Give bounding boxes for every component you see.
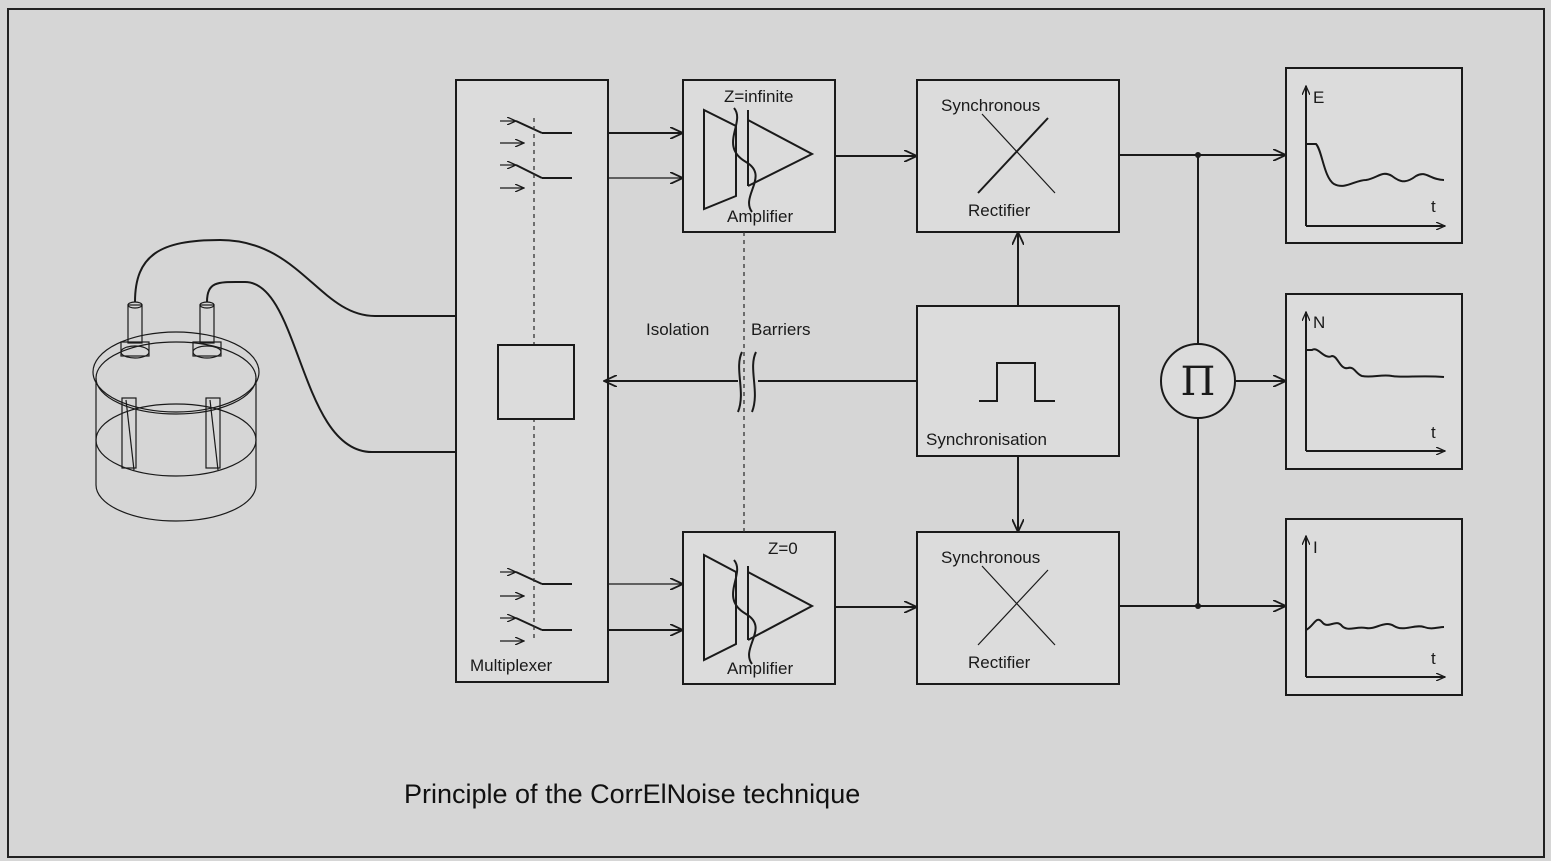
- amplifier-bottom-block: Z=0 Amplifier: [682, 531, 836, 685]
- amplifier-top-impedance: Z=infinite: [724, 87, 793, 106]
- synchronisation-label: Synchronisation: [926, 430, 1047, 449]
- rectifier-bottom-line2: Rectifier: [968, 653, 1031, 672]
- rectifier-top-block: Synchronous Rectifier: [916, 79, 1120, 233]
- pulse-icon: [979, 362, 1055, 402]
- amplifier-top-label: Amplifier: [727, 207, 793, 226]
- rectifier-bottom-line1: Synchronous: [941, 548, 1040, 567]
- synchronisation-block: Synchronisation: [916, 305, 1120, 457]
- plot-n: N t: [1285, 293, 1463, 470]
- amplifier-bottom-impedance: Z=0: [768, 539, 798, 558]
- mux-to-amplifier-lines: [608, 133, 683, 630]
- amplifier-bottom-label: Amplifier: [727, 659, 793, 678]
- plot-i-xlabel: t: [1431, 649, 1436, 668]
- rectifier-bottom-block: Synchronous Rectifier: [916, 531, 1120, 685]
- isolation-label: Isolation: [646, 320, 709, 339]
- multiplexer-label: Multiplexer: [470, 656, 553, 675]
- electrochemical-cell: [92, 238, 456, 522]
- plot-e: E t: [1285, 67, 1463, 244]
- rectifier-top-line1: Synchronous: [941, 96, 1040, 115]
- multiplier-node: Π: [1160, 343, 1236, 419]
- multiplexer-block: Multiplexer: [455, 79, 609, 683]
- plot-i-ylabel: I: [1313, 538, 1318, 557]
- barriers-label: Barriers: [751, 320, 811, 339]
- plot-n-xlabel: t: [1431, 423, 1436, 442]
- isolation-barrier: Isolation Barriers: [646, 232, 811, 532]
- product-symbol: Π: [1181, 359, 1216, 405]
- rectifier-top-line2: Rectifier: [968, 201, 1031, 220]
- plot-e-xlabel: t: [1431, 197, 1436, 216]
- plot-n-ylabel: N: [1313, 313, 1325, 332]
- plot-e-ylabel: E: [1313, 88, 1324, 107]
- sync-to-mux-line: [604, 351, 917, 413]
- amplifier-top-block: Z=infinite Amplifier: [682, 79, 836, 233]
- switch-driver-box: [497, 344, 575, 420]
- plot-i: I t: [1285, 518, 1463, 696]
- diagram-caption: Principle of the CorrElNoise technique: [404, 779, 860, 809]
